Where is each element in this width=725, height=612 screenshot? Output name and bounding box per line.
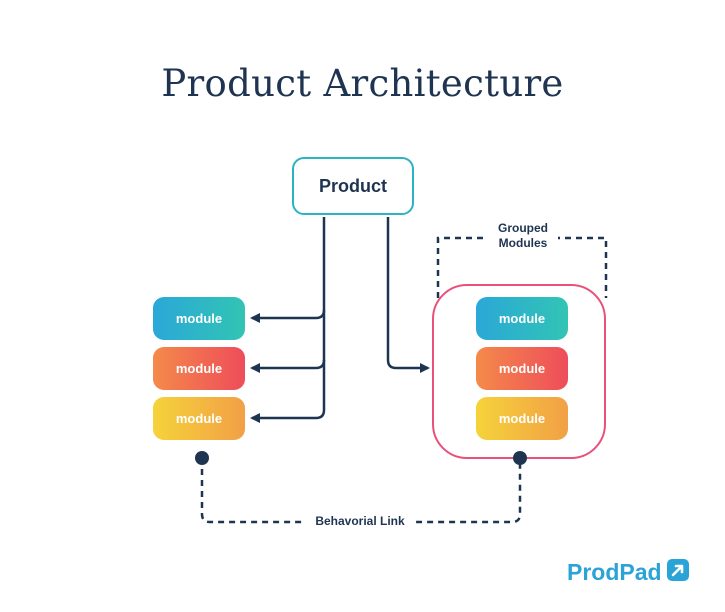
behavioral-link-line [200,458,522,524]
module-label: module [498,411,546,426]
module-grouped-2: module [476,347,568,390]
product-label: Product [318,175,387,196]
brand-name: ProdPad [567,558,662,585]
prodpad-arrow-icon [666,558,690,587]
module-left-3: module [153,397,245,440]
product-node: Product [292,157,414,215]
module-label: module [498,311,546,326]
behavioral-link-label: Behavorial Link [304,514,416,529]
behavioral-link-dot-left [195,451,209,465]
grouped-label-line-2: Modules [498,236,548,250]
module-label: module [498,361,546,376]
behavioral-link-dot-right [513,451,527,465]
connector-product-to-module-3 [250,360,326,423]
module-left-1: module [153,297,245,340]
connector-product-to-module-1 [250,217,326,323]
grouped-label-line-1: Grouped [498,221,548,235]
brand-logo: ProdPad [567,558,690,587]
module-left-2: module [153,347,245,390]
grouped-modules-label: Grouped Modules [488,221,558,251]
module-label: module [175,411,223,426]
module-grouped-1: module [476,297,568,340]
page-title: Product Architecture [161,62,564,105]
module-label: module [175,361,223,376]
module-label: module [175,311,223,326]
module-grouped-3: module [476,397,568,440]
connector-product-to-group [386,217,430,373]
